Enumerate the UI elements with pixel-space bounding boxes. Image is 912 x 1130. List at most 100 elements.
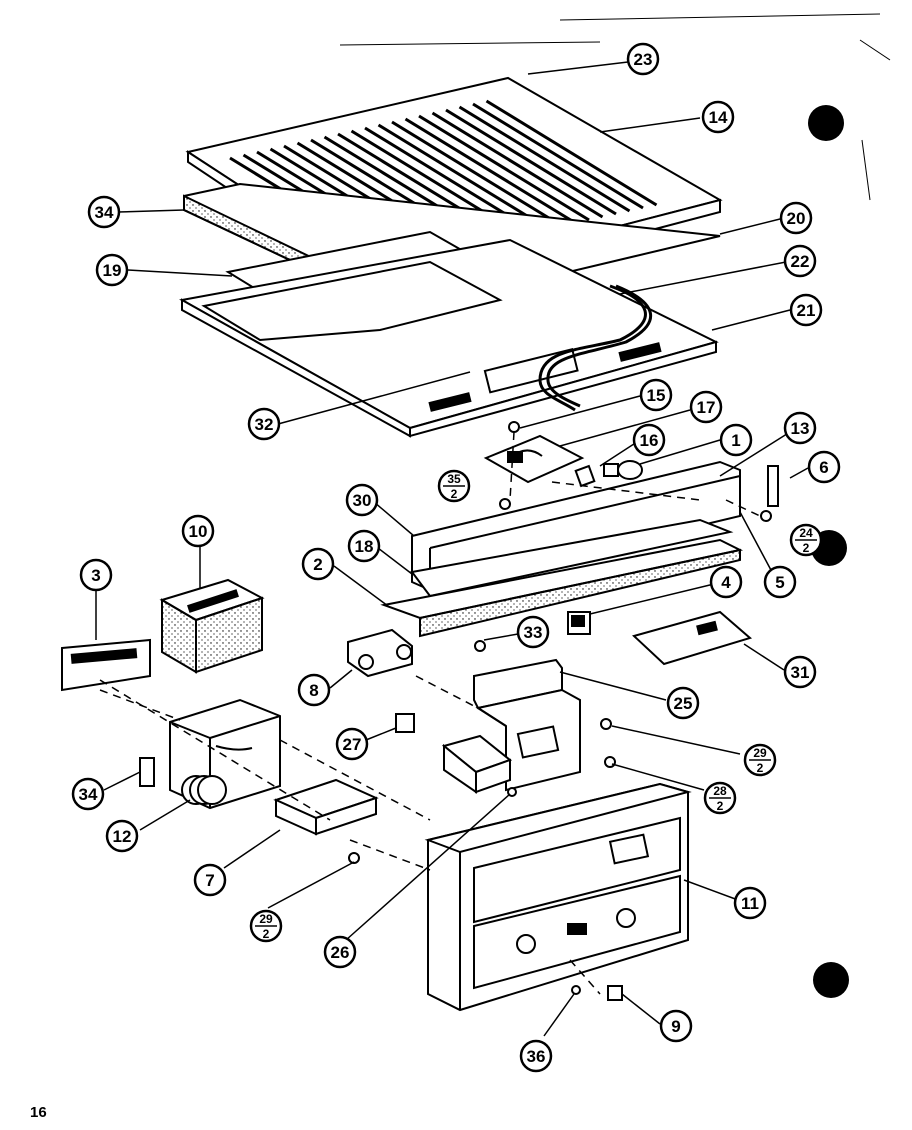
callout-label: 12 bbox=[113, 827, 132, 846]
callout-label: 15 bbox=[647, 386, 666, 405]
callout-label: 31 bbox=[791, 663, 810, 682]
switch-4 bbox=[567, 611, 591, 635]
fraction-denominator: 2 bbox=[757, 761, 764, 775]
lower-tray bbox=[179, 238, 719, 438]
bracket-25 bbox=[473, 658, 581, 792]
callout-20: 20 bbox=[779, 201, 813, 235]
registration-dot-top bbox=[808, 105, 844, 141]
grille-slot bbox=[485, 99, 658, 207]
callout-5: 5 bbox=[763, 565, 797, 599]
callout-11: 11 bbox=[733, 886, 767, 920]
callout-label: 34 bbox=[95, 203, 114, 222]
callout-12: 12 bbox=[105, 819, 139, 853]
callout-6: 6 bbox=[807, 450, 841, 484]
callout-label: 4 bbox=[721, 573, 731, 592]
lamp-socket bbox=[574, 464, 596, 488]
callout-14: 14 bbox=[701, 100, 735, 134]
grille-slot bbox=[431, 111, 604, 219]
callout-label: 25 bbox=[674, 694, 693, 713]
fraction-numerator: 29 bbox=[259, 912, 273, 926]
grille-slot bbox=[391, 120, 563, 228]
callout-8: 8 bbox=[297, 673, 331, 707]
callout-21: 21 bbox=[789, 293, 823, 327]
callout-30: 30 bbox=[345, 483, 379, 517]
rail-2 bbox=[380, 538, 744, 638]
lamp-bulb bbox=[603, 460, 643, 480]
callout-label: 10 bbox=[189, 522, 208, 541]
fraction-callout-29: 292 bbox=[743, 743, 777, 777]
callout-34: 34 bbox=[87, 195, 121, 229]
cover-plate-31 bbox=[632, 610, 753, 666]
callout-7: 7 bbox=[193, 863, 227, 897]
screw-28 bbox=[604, 756, 616, 768]
fraction-numerator: 24 bbox=[799, 526, 813, 540]
page-number: 16 bbox=[30, 1104, 47, 1121]
control-box-10 bbox=[159, 578, 265, 674]
bracket-7 bbox=[273, 778, 379, 836]
callout-9: 9 bbox=[659, 1009, 693, 1043]
leader-lines bbox=[95, 61, 809, 1037]
grille-slot bbox=[458, 105, 631, 213]
callout-27: 27 bbox=[335, 727, 369, 761]
callout-22: 22 bbox=[783, 244, 817, 278]
assembly-lines bbox=[99, 431, 761, 995]
callout-label: 22 bbox=[791, 252, 810, 271]
control-panel-11 bbox=[424, 782, 692, 1012]
callout-label: 1 bbox=[731, 431, 740, 450]
callout-16: 16 bbox=[632, 423, 666, 457]
callout-label: 8 bbox=[309, 681, 318, 700]
grille-slot bbox=[472, 102, 644, 210]
lamp-housing bbox=[483, 434, 585, 484]
callout-25: 25 bbox=[666, 686, 700, 720]
callout-34: 34 bbox=[71, 777, 105, 811]
callout-label: 27 bbox=[343, 735, 362, 754]
screw-33 bbox=[474, 640, 486, 652]
callout-label: 3 bbox=[91, 566, 100, 585]
callout-label: 6 bbox=[819, 458, 828, 477]
fraction-callout-35: 352 bbox=[437, 469, 471, 503]
callout-3: 3 bbox=[79, 558, 113, 592]
plate-26 bbox=[441, 734, 513, 794]
callout-label: 14 bbox=[709, 108, 728, 127]
clip-34 bbox=[139, 757, 155, 787]
callout-36: 36 bbox=[519, 1039, 553, 1073]
fraction-denominator: 2 bbox=[263, 927, 270, 941]
callout-label: 20 bbox=[787, 209, 806, 228]
fraction-denominator: 2 bbox=[717, 799, 724, 813]
screw-35 bbox=[499, 498, 511, 510]
fraction-numerator: 28 bbox=[713, 784, 727, 798]
screw-36 bbox=[571, 985, 581, 995]
callout-31: 31 bbox=[783, 655, 817, 689]
switch-27 bbox=[395, 713, 415, 733]
screw-15 bbox=[508, 421, 520, 433]
callout-1: 1 bbox=[719, 423, 753, 457]
callout-label: 36 bbox=[527, 1047, 546, 1066]
callout-label: 21 bbox=[797, 301, 816, 320]
fraction-callout-29: 292 bbox=[249, 909, 283, 943]
screw-29b bbox=[348, 852, 360, 864]
callout-label: 19 bbox=[103, 261, 122, 280]
callout-33: 33 bbox=[516, 615, 550, 649]
callout-23: 23 bbox=[626, 42, 660, 76]
callout-label: 2 bbox=[313, 555, 322, 574]
callout-label: 7 bbox=[205, 871, 214, 890]
grille-slot bbox=[445, 108, 617, 216]
callout-2: 2 bbox=[301, 547, 335, 581]
fraction-callout-24: 242 bbox=[789, 523, 823, 557]
callout-17: 17 bbox=[689, 390, 723, 424]
knob-9 bbox=[607, 985, 623, 1001]
callout-10: 10 bbox=[181, 514, 215, 548]
wire-harness bbox=[538, 284, 653, 412]
bracket-6 bbox=[767, 465, 779, 507]
plate-3 bbox=[61, 638, 151, 692]
rail-18 bbox=[410, 518, 734, 598]
fraction-denominator: 2 bbox=[451, 487, 458, 501]
callout-label: 18 bbox=[355, 537, 374, 556]
callout-label: 9 bbox=[671, 1017, 680, 1036]
grille-slot bbox=[377, 123, 550, 231]
callout-4: 4 bbox=[709, 565, 743, 599]
callout-label: 23 bbox=[634, 50, 653, 69]
fraction-denominator: 2 bbox=[803, 541, 810, 555]
